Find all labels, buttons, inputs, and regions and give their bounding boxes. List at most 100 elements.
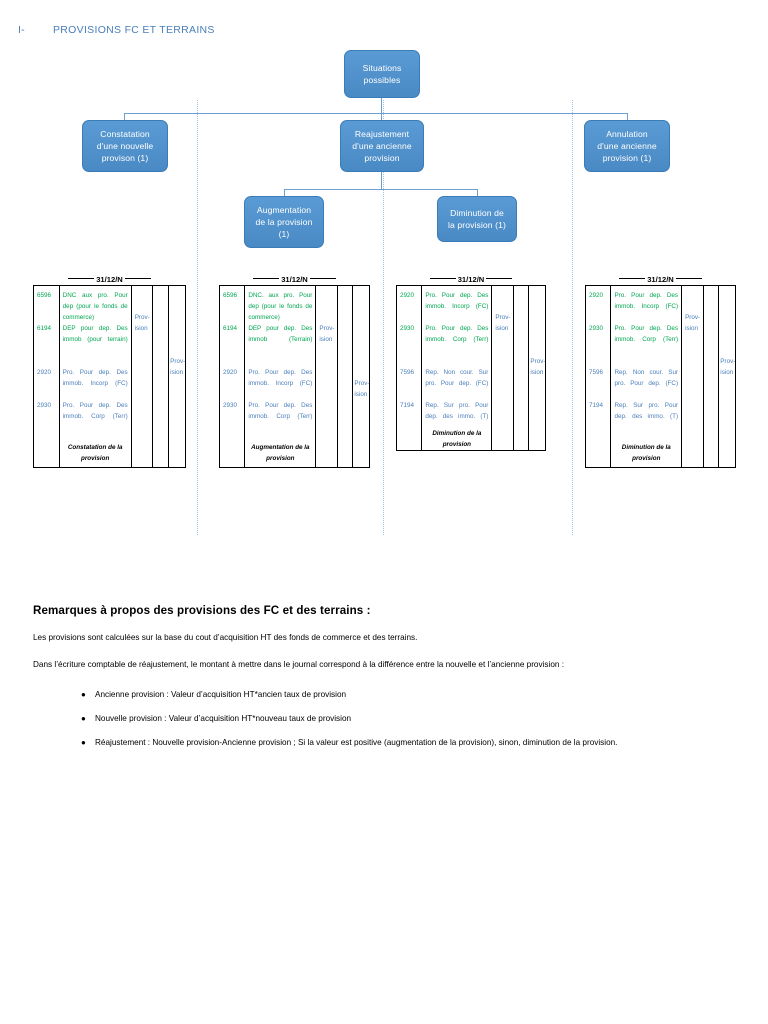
flowchart: Situations possibles Constatation d'une … xyxy=(33,50,736,535)
column-separator-3 xyxy=(572,100,573,535)
journal-account-code: 7596 xyxy=(400,369,415,376)
flow-node-reajustement-label: Reajustement d'une ancienne provision xyxy=(352,129,412,163)
journal-date-text: 31/12/N xyxy=(647,275,674,284)
journal-col-debit: Prov- ision xyxy=(492,286,514,450)
journal-debit-amount: Prov- ision xyxy=(685,314,701,332)
remarks-bullet-list: ● Ancienne provision : Valeur d’acquisiti… xyxy=(33,685,733,753)
journal-date-text: 31/12/N xyxy=(281,275,308,284)
bullet-icon: ● xyxy=(81,690,86,699)
flow-node-situations[interactable]: Situations possibles xyxy=(344,50,420,98)
connector-level2-bar xyxy=(284,189,478,190)
journal-date-label: 31/12/N xyxy=(585,275,736,284)
page-header: I- PROVISIONS FC ET TERRAINS xyxy=(0,24,768,42)
journal-account-label: Rep. Non cour. Sur pro. Pour dep. (FC) xyxy=(614,369,679,387)
journal-col-credit xyxy=(704,286,720,467)
journal-date-label: 31/12/N xyxy=(396,275,546,284)
journal-credit-amount: Prov- ision xyxy=(354,380,370,398)
journal-date-label: 31/12/N xyxy=(33,275,186,284)
journal-debit-amount: Prov- ision xyxy=(134,314,150,332)
journal-account-label: Pro. Pour dep. Des immob. Incorp (FC) xyxy=(62,369,128,387)
journal-col-debit: Prov- ision xyxy=(132,286,154,467)
connector-to-diminution xyxy=(477,189,478,197)
journal-account-code: 6194 xyxy=(37,325,52,332)
journal-col-extra: Prov- ision xyxy=(529,286,545,450)
journal-description: Diminution de la provision xyxy=(621,444,671,462)
flow-node-diminution[interactable]: Diminution de la provision (1) xyxy=(437,196,517,242)
journal-col-credit xyxy=(153,286,170,467)
journal-col-label: Pro. Pour dep. Des immob. Incorp (FC)Pro… xyxy=(422,286,493,450)
journal-col-credit xyxy=(514,286,530,450)
journal-date-label: 31/12/N xyxy=(219,275,370,284)
flow-node-annulation-label: Annulation d'une ancienne provision (1) xyxy=(597,129,657,163)
page-title: PROVISIONS FC ET TERRAINS xyxy=(53,24,215,36)
flow-node-diminution-label: Diminution de la provision (1) xyxy=(448,208,506,230)
journal-credit-amount: Prov- ision xyxy=(530,358,546,376)
column-separator-1 xyxy=(197,100,198,535)
list-item-text: Ancienne provision : Valeur d’acquisitio… xyxy=(95,690,347,699)
connector-to-annulation xyxy=(627,113,628,121)
journal-credit-amount: Prov- ision xyxy=(720,358,736,376)
flow-node-augmentation-label: Augmentation de la provision (1) xyxy=(255,205,313,239)
journal-debit-amount: Prov- ision xyxy=(495,314,511,332)
list-item-text: Nouvelle provision : Valeur d’acquisitio… xyxy=(95,714,352,723)
journal-account-label: Pro. Pour dep. Des immob. Incorp (FC) xyxy=(614,292,679,310)
flow-node-reajustement[interactable]: Reajustement d'une ancienne provision xyxy=(340,120,424,172)
remarks-paragraph-1: Les provisions sont calculées sur la bas… xyxy=(33,633,418,642)
journal-account-label: Rep. Non cour. Sur pro. Pour dep. (FC) xyxy=(425,369,489,387)
flow-node-annulation[interactable]: Annulation d'une ancienne provision (1) xyxy=(584,120,670,172)
journal-account-code: 6596 xyxy=(223,292,238,299)
journal-account-label: Pro. Pour dep. Des immob. Incorp (FC) xyxy=(248,369,313,387)
journal-col-label: DNC aux pro. Pour dep (pour le fonds de … xyxy=(60,286,132,467)
connector-to-constatation xyxy=(124,113,125,121)
journal-debit-amount: Prov- ision xyxy=(319,325,335,343)
connector-to-augmentation xyxy=(284,189,285,197)
journal-col-extra: Prov- ision xyxy=(169,286,185,467)
journal-col-extra: Prov- ision xyxy=(719,286,735,467)
journal-description: Augmentation de la provision xyxy=(251,444,310,462)
connector-level1-bar xyxy=(124,113,628,114)
journal-account-label: Rep. Sur pro. Pour dep. des immo. (T) xyxy=(614,402,679,420)
list-item: ● Ancienne provision : Valeur d’acquisiti… xyxy=(81,685,733,705)
journal-account-label: DEP pour dep. Des immob (pour terrain) xyxy=(62,325,128,343)
journal-date-text: 31/12/N xyxy=(457,275,485,284)
journal-account-label: Pro. Pour dep. Des immob. Corp (Terr) xyxy=(62,402,128,420)
list-item: ●Réajustement : Nouvelle provision-Ancie… xyxy=(81,733,733,753)
journal-account-code: 2920 xyxy=(589,292,604,299)
flow-node-constatation[interactable]: Constatation d'une nouvelle provison (1) xyxy=(82,120,168,172)
journal-col-extra: Prov- ision xyxy=(353,286,369,467)
journal-date-text: 31/12/N xyxy=(96,275,123,284)
list-item: ●Nouvelle provision : Valeur d’acquisiti… xyxy=(81,709,733,729)
journal-col-label: DNC. aux pro. Pour dep (pour le fonds de… xyxy=(245,286,317,467)
journal-credit-amount: Prov- ision xyxy=(170,358,186,376)
journal-account-label: Rep. Sur pro. Pour dep. des immo. (T) xyxy=(425,402,489,420)
journal-col-debit: Prov- ision xyxy=(316,286,338,467)
journal-account-label: Pro. Pour dep. Des immob. Corp (Terr) xyxy=(614,325,679,343)
journal-account-code: 2920 xyxy=(400,292,415,299)
flow-node-constatation-label: Constatation d'une nouvelle provison (1) xyxy=(96,129,154,163)
journal-account-code: 7596 xyxy=(589,369,604,376)
journal-description: Constatation de la provision xyxy=(67,444,123,462)
connector-reajustement-drop xyxy=(381,172,382,189)
journal-account-code: 2930 xyxy=(589,325,604,332)
journal-account-code: 2920 xyxy=(223,369,238,376)
flow-node-augmentation[interactable]: Augmentation de la provision (1) xyxy=(244,196,324,248)
journal-account-label: Pro. Pour dep. Des immob. Corp (Terr) xyxy=(248,402,313,420)
section-number: I- xyxy=(18,24,25,36)
column-separator-2 xyxy=(383,100,384,535)
remarks-heading: Remarques à propos des provisions des FC… xyxy=(33,604,371,617)
journal-account-code: 2930 xyxy=(37,402,52,409)
journal-account-code: 2930 xyxy=(400,325,415,332)
bullet-icon: ● xyxy=(81,738,86,747)
journal-col-credit xyxy=(338,286,354,467)
